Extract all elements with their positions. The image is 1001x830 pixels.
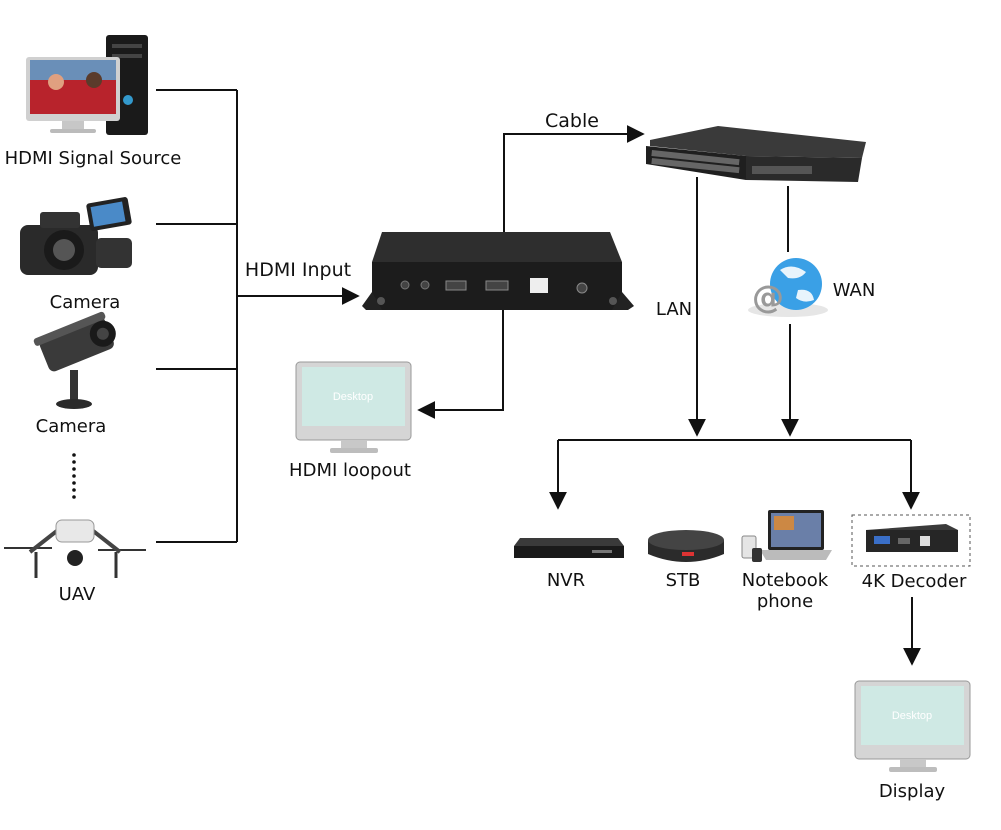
hdmi-loopout-label: HDMI loopout — [289, 460, 411, 481]
lan-label: LAN — [656, 299, 692, 320]
pc-icon — [26, 35, 148, 135]
decoder-4k-icon — [851, 514, 971, 567]
svg-text:@: @ — [752, 278, 784, 316]
display-monitor — [854, 680, 971, 772]
notebook-label-line2: phone — [757, 591, 813, 612]
stb-device-icon — [648, 530, 724, 562]
nvr-device-icon — [514, 538, 624, 558]
camera-label-1: Camera — [50, 292, 121, 313]
display-screen-text: Desktop — [892, 710, 932, 722]
hdmi-signal-source-label: HDMI Signal Source — [5, 148, 182, 169]
video-camera-icon — [20, 197, 132, 275]
hdmi-input-label: HDMI Input — [245, 259, 351, 281]
encoder-box — [362, 232, 634, 310]
uav-label: UAV — [59, 584, 96, 605]
cctv-camera-icon — [33, 311, 116, 409]
decoder-4k-label: 4K Decoder — [862, 571, 967, 592]
camera-label-2: Camera — [36, 416, 107, 437]
more-sources-dots — [72, 453, 76, 499]
uav-drone-icon — [4, 519, 146, 578]
wan-label: WAN — [833, 280, 876, 301]
stb-label: STB — [666, 570, 701, 591]
nvr-label: NVR — [547, 570, 585, 591]
loopout-screen-text: Desktop — [333, 391, 373, 403]
connector-lines — [156, 89, 921, 666]
notebook-label-line1: Notebook — [742, 570, 829, 591]
notebook-phone-icon — [741, 510, 832, 562]
cable-label: Cable — [545, 110, 599, 132]
network-switch — [646, 126, 866, 182]
wan-globe-icon: @ — [748, 258, 828, 317]
display-label: Display — [879, 781, 946, 802]
loopout-monitor — [295, 361, 412, 453]
